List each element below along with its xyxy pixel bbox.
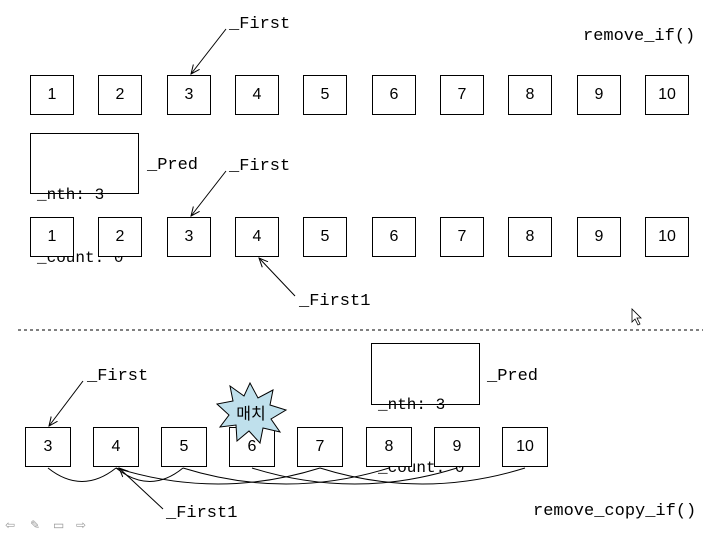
forward-icon[interactable]: ⇨ — [76, 518, 87, 532]
row2-cell: 1 — [30, 217, 74, 257]
row1-cell: 3 — [167, 75, 211, 115]
row2-cell: 9 — [577, 217, 621, 257]
copy-arc — [47, 467, 117, 482]
first-arrow-row1 — [191, 28, 227, 74]
copy-arc — [319, 467, 526, 485]
remove-copy-if-title: remove_copy_if() — [533, 502, 697, 521]
row1-cell: 8 — [508, 75, 552, 115]
nth-value: _nth: 3 — [37, 186, 105, 204]
row1-cell: 5 — [303, 75, 347, 115]
row3-cell: 4 — [93, 427, 139, 467]
row3-cell: 5 — [161, 427, 207, 467]
row3-cell: 3 — [25, 427, 71, 467]
row1-cell: 9 — [577, 75, 621, 115]
cursor-icon — [631, 308, 642, 326]
row2-cell: 6 — [372, 217, 416, 257]
remove-if-title: remove_if() — [583, 27, 696, 46]
match-starburst — [215, 381, 288, 445]
first-pointer-label-row2: _First — [229, 157, 291, 176]
row2-cell: 3 — [167, 217, 211, 257]
pred-label-1: _Pred — [147, 156, 199, 175]
row2-cell: 10 — [645, 217, 689, 257]
copy-arc — [182, 467, 390, 485]
first-arrow-row2 — [191, 170, 227, 216]
first-pointer-label-row3: _First — [87, 367, 149, 386]
row2-cell: 2 — [98, 217, 142, 257]
copy-arc — [115, 467, 321, 485]
nth-value: _nth: 3 — [378, 396, 446, 414]
first1-arrow-row2 — [259, 258, 296, 297]
row3-cell: 9 — [434, 427, 480, 467]
first1-pointer-label-row3: _First1 — [166, 504, 238, 523]
row1-cell: 7 — [440, 75, 484, 115]
row3-cell: 8 — [366, 427, 412, 467]
copy-arc — [251, 467, 458, 485]
row1-cell: 10 — [645, 75, 689, 115]
first1-pointer-label-row2: _First1 — [299, 292, 371, 311]
row2-cell: 8 — [508, 217, 552, 257]
row3-cell: 7 — [297, 427, 343, 467]
match-label: 매치 — [236, 404, 265, 423]
row3-cell: 10 — [502, 427, 548, 467]
menu-icon[interactable]: ▭ — [53, 518, 65, 532]
first-arrow-row3 — [49, 380, 84, 426]
first-pointer-label-row1: _First — [229, 15, 291, 34]
back-icon[interactable]: ⇦ — [5, 518, 16, 532]
row1-cell: 6 — [372, 75, 416, 115]
copy-arc — [115, 467, 184, 482]
row1-cell: 4 — [235, 75, 279, 115]
row2-cell: 7 — [440, 217, 484, 257]
row1-cell: 2 — [98, 75, 142, 115]
row2-cell: 5 — [303, 217, 347, 257]
pen-icon[interactable]: ✎ — [30, 518, 41, 532]
pred-label-2: _Pred — [487, 367, 539, 386]
row1-cell: 1 — [30, 75, 74, 115]
row2-cell: 4 — [235, 217, 279, 257]
